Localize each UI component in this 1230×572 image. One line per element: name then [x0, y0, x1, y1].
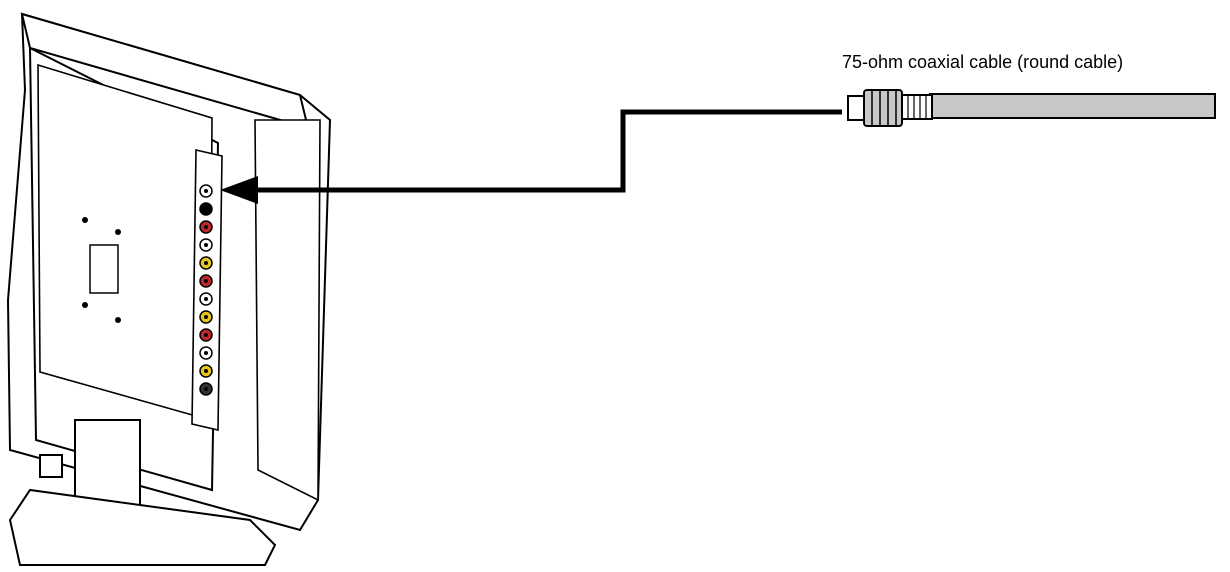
connection-arrow [220, 109, 842, 204]
jack-center [204, 279, 208, 283]
jack-center [204, 369, 208, 373]
jack-center [204, 351, 208, 355]
jack-center [204, 315, 208, 319]
jack-center [204, 243, 208, 247]
cable-label: 75-ohm coaxial cable (round cable) [842, 52, 1124, 72]
tv-stand [8, 419, 277, 566]
jack-center [204, 225, 208, 229]
jack-center [204, 189, 208, 193]
jack-center [204, 333, 208, 337]
jack-center [204, 261, 208, 265]
side-jack-panel [191, 148, 223, 432]
jack-center [204, 297, 208, 301]
jack-center [204, 387, 208, 391]
coaxial-cable [847, 89, 1216, 127]
jack-center [204, 207, 208, 211]
center-plate [89, 244, 119, 294]
vesa-mount-holes [82, 217, 121, 323]
tv-back-panel [6, 12, 332, 532]
